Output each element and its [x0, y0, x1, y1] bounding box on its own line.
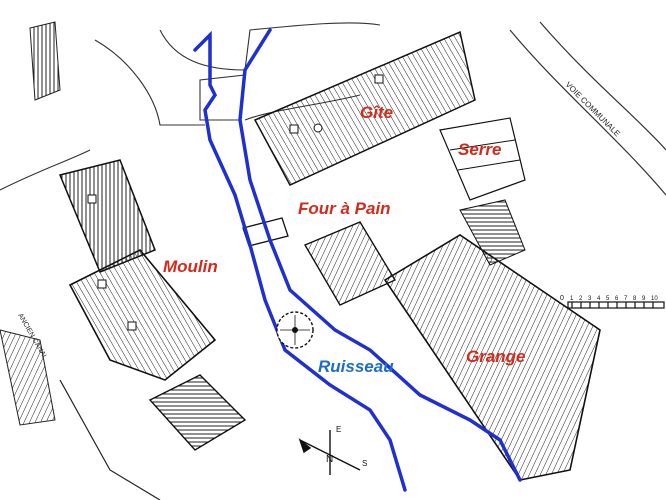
label-grange: Grange: [466, 347, 526, 366]
scale-label: 5: [606, 296, 610, 302]
label-serre: Serre: [458, 140, 501, 159]
tree-icon: [276, 311, 314, 349]
scale-label: 2: [579, 296, 583, 302]
label-ruisseau: Ruisseau: [318, 357, 394, 376]
moulin-building: [58, 159, 247, 451]
voie-communale-road: [509, 21, 666, 196]
ruisseau-stream: [193, 28, 522, 492]
scale-label: 6: [615, 296, 619, 302]
scale-label: 4: [597, 296, 601, 302]
road-annotation: VOIE COMMUNALE: [564, 80, 622, 138]
scale-bar: [567, 301, 665, 309]
scale-label: 10: [651, 296, 658, 302]
label-gite: Gîte: [360, 103, 393, 122]
scale-label: 1: [570, 296, 574, 302]
scale-label: 7: [624, 296, 628, 302]
compass-rose-icon: [298, 430, 361, 475]
scale-label: 9: [642, 296, 646, 302]
gite-building: [253, 30, 476, 186]
grange-building: [383, 199, 601, 481]
compass-north: N: [326, 454, 333, 465]
label-four-a-pain: Four à Pain: [298, 199, 391, 218]
left-wall: [0, 21, 161, 500]
scale-start: 0: [560, 295, 564, 302]
four-a-pain-building: [303, 221, 397, 306]
scale-label: 3: [588, 296, 592, 302]
compass-east: E: [336, 425, 341, 434]
compass-south: S: [362, 459, 367, 468]
serre-building: [439, 117, 526, 201]
label-moulin: Moulin: [163, 257, 218, 276]
scale-label: 8: [633, 296, 637, 302]
